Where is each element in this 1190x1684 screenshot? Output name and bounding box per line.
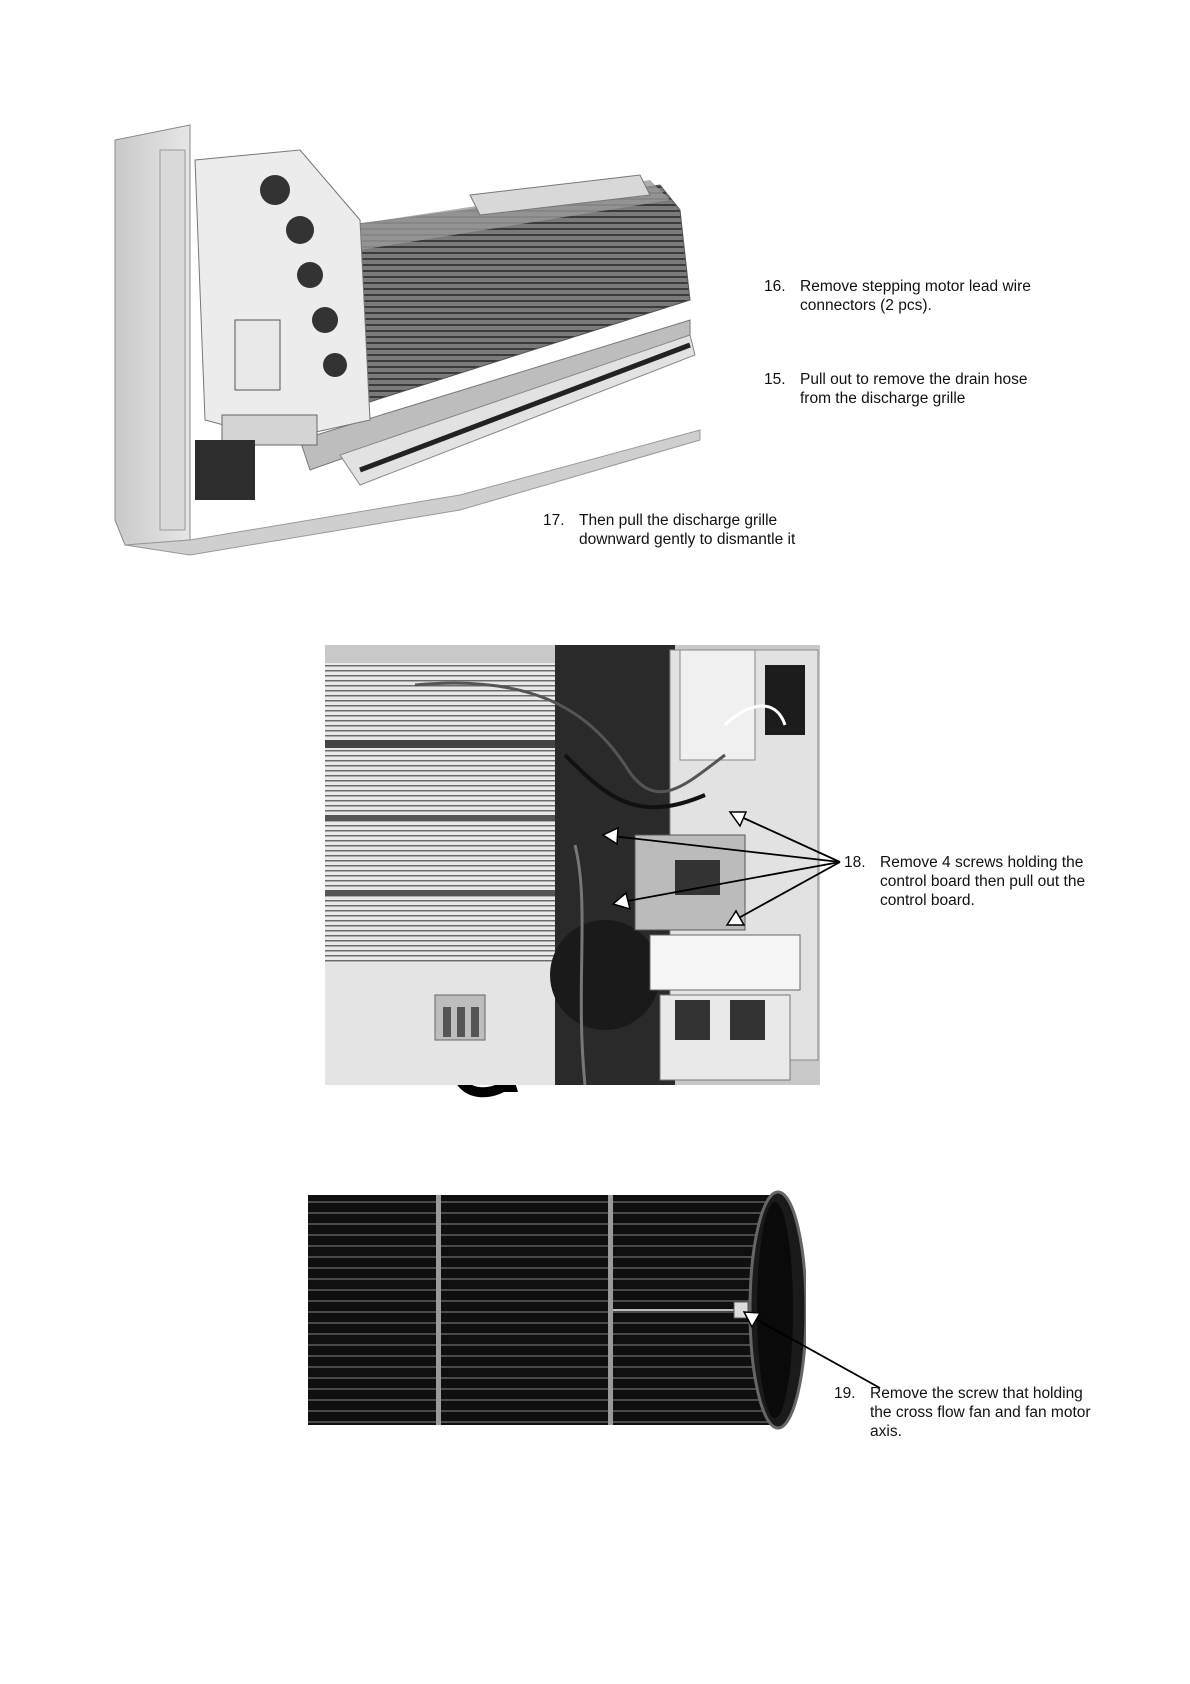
step-number: 19.: [834, 1385, 856, 1402]
step-text: Remove the screw that holding the cross …: [870, 1385, 1091, 1440]
indoor-unit-photo: [114, 124, 701, 556]
step-number: 16.: [764, 278, 786, 295]
step-number: 17.: [543, 512, 565, 529]
figure-control-board: [325, 645, 820, 1085]
figure-discharge-grille: [0, 0, 1190, 1098]
cross-flow-fan-photo: [308, 1190, 806, 1430]
step-number: 18.: [844, 854, 866, 871]
figure-cross-flow-fan: [308, 1190, 806, 1430]
control-board-photo: [325, 645, 820, 1085]
step-number: 15.: [764, 371, 786, 388]
step-text: Remove 4 screws holding the control boar…: [880, 854, 1086, 909]
step-text: Remove stepping motor lead wire connecto…: [800, 278, 1031, 314]
step-text: Pull out to remove the drain hose from t…: [800, 371, 1028, 407]
step-text: Then pull the discharge grille downward …: [579, 512, 796, 548]
